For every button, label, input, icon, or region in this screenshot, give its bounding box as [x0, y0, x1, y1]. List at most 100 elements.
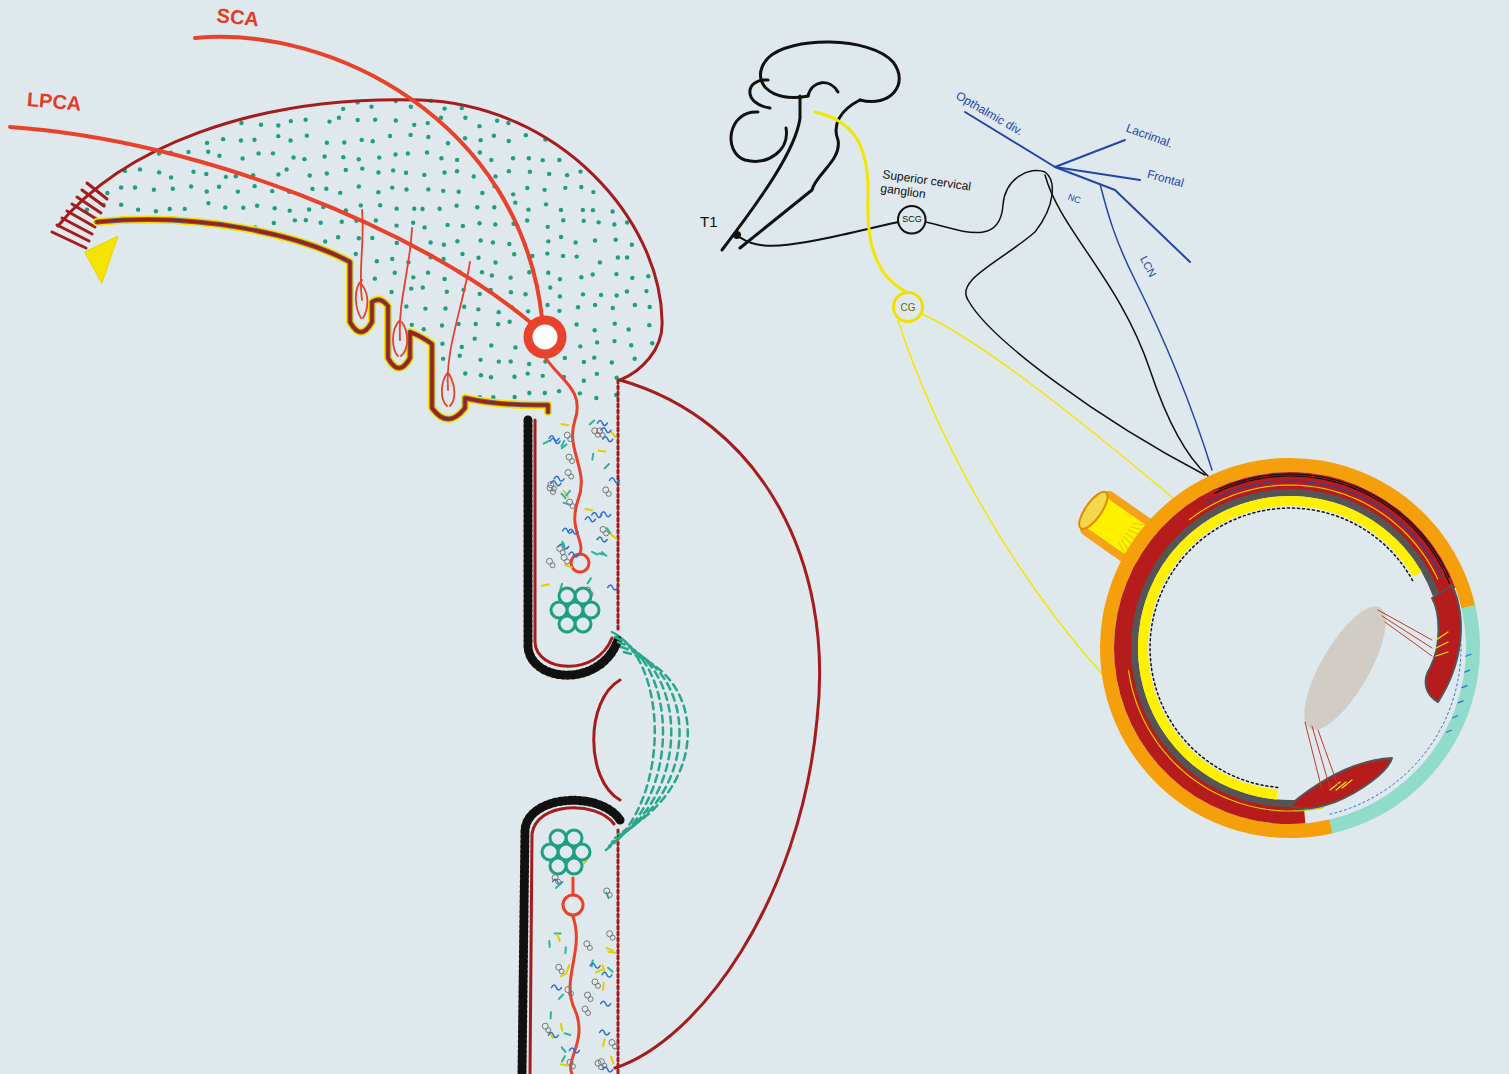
pigment-dot — [205, 141, 209, 145]
melanocyte — [600, 1030, 610, 1035]
ganglion-circle — [894, 293, 923, 322]
fibre — [608, 968, 612, 972]
pigment-dot — [561, 218, 565, 222]
pigment-dot — [463, 371, 467, 375]
cell — [568, 437, 573, 442]
vessel-section — [571, 554, 589, 572]
pigment-dot — [272, 221, 276, 225]
label-box: T1 — [700, 213, 718, 231]
pigment-dot — [557, 389, 561, 393]
fibre — [608, 952, 615, 953]
pigment-dot — [442, 277, 446, 281]
pigment-dot — [217, 154, 221, 158]
pigment-dot — [507, 139, 511, 143]
fibre — [561, 424, 568, 425]
pigment-dot — [545, 251, 549, 255]
fibre — [544, 441, 549, 444]
pigment-dot — [612, 339, 616, 343]
pigment-dot — [491, 240, 495, 244]
stroma-cells — [542, 931, 617, 1072]
pigment-dot — [323, 239, 327, 243]
strip-vessel — [545, 357, 581, 554]
brain-outline — [760, 42, 899, 102]
artery-lpca — [10, 127, 530, 322]
pigment-dot — [630, 243, 634, 247]
melanocyte — [592, 513, 602, 518]
pigment-dot — [307, 207, 311, 211]
cell — [604, 531, 609, 536]
pigment-dot — [393, 271, 397, 275]
pigment-dot — [598, 260, 602, 264]
pigment-dot — [525, 186, 529, 190]
muscle-fibre — [559, 616, 575, 632]
pigment-dot — [592, 355, 596, 359]
melanocyte — [569, 1048, 579, 1053]
pigment-dot — [578, 169, 582, 173]
fibre — [550, 1012, 552, 1018]
cell — [570, 459, 575, 464]
pigment-dot — [526, 309, 530, 313]
nasociliary-nerve — [1055, 167, 1190, 262]
pigment-dot — [404, 304, 408, 308]
sympathetic-fibre — [1045, 175, 1208, 476]
melanocyte — [551, 481, 561, 486]
melanocyte — [603, 1067, 613, 1072]
pigment-dot — [513, 345, 517, 349]
muscle-fibre — [575, 588, 591, 604]
pigment-dot — [256, 151, 260, 155]
pigment-dot — [410, 323, 414, 327]
part-label: NC — [1066, 192, 1082, 206]
muscle-bundle — [551, 588, 599, 632]
pigment-dot — [561, 254, 565, 258]
pigment-dot — [377, 155, 381, 159]
pigment-dot — [489, 158, 493, 162]
nerve-in-wall — [1190, 485, 1438, 579]
pigment-dot — [378, 203, 382, 207]
ganglion-abbreviation: CG — [901, 302, 916, 313]
fringe-stroke — [62, 218, 92, 234]
pigment-dot — [591, 208, 595, 212]
pigment-dot — [255, 203, 259, 207]
pigment-dot — [614, 293, 618, 297]
pigment-dot — [302, 157, 306, 161]
hatched-border — [522, 800, 620, 1074]
pigment-dot — [544, 202, 548, 206]
label-box: Frontal — [1145, 164, 1186, 191]
pigment-dot — [493, 222, 497, 226]
pigment-dot — [548, 285, 552, 289]
pigment-dot — [338, 191, 342, 195]
pigment-dot — [582, 379, 586, 383]
cell — [550, 563, 555, 568]
pigment-dot — [610, 360, 614, 364]
pigment-dot — [581, 208, 585, 212]
pigment-dot — [511, 156, 515, 160]
fibre — [603, 965, 605, 972]
pigment-dot — [341, 155, 345, 159]
melanocyte — [597, 537, 607, 542]
pigment-dot — [625, 255, 629, 259]
pigment-dot — [441, 357, 445, 361]
pigment-dot — [293, 218, 297, 222]
melanocyte — [610, 478, 620, 483]
pigment-dot — [478, 150, 482, 154]
pigment-dot — [454, 203, 458, 207]
cell — [570, 1064, 575, 1069]
pigment-dot — [582, 360, 586, 364]
nerve-in-wall — [1215, 476, 1450, 584]
pigment-dot — [223, 205, 227, 209]
pigment-dot — [648, 305, 652, 309]
pigment-dot — [455, 158, 459, 162]
pigment-dot — [591, 272, 595, 276]
pigment-dot — [596, 220, 600, 224]
nerve-end — [1074, 488, 1112, 533]
pigment-dot — [489, 375, 493, 379]
muscle-bundle — [542, 830, 590, 874]
melanocyte — [608, 585, 618, 590]
corneal-tick — [1458, 701, 1463, 703]
border-line — [528, 420, 618, 675]
fibre — [561, 1024, 562, 1031]
pigment-dot — [394, 118, 398, 122]
brainstem — [722, 96, 800, 250]
